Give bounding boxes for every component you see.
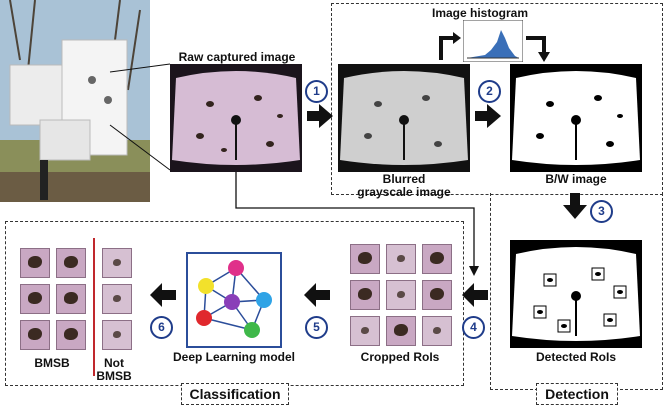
histogram-label: Image histogram bbox=[431, 6, 529, 20]
trap-photo bbox=[0, 0, 150, 202]
arrow-step-5 bbox=[304, 283, 330, 307]
cropped-roi-thumb bbox=[386, 316, 416, 346]
bw-image-label: B/W image bbox=[545, 172, 607, 186]
detection-region-box bbox=[331, 3, 663, 195]
cropped-roi-thumb bbox=[350, 280, 380, 310]
arrow-step-4 bbox=[462, 283, 488, 307]
arrow-from-histogram bbox=[526, 36, 550, 62]
step-3-badge: 3 bbox=[590, 200, 613, 223]
arrow-head-3 bbox=[563, 205, 587, 219]
step-5-badge: 5 bbox=[305, 316, 328, 339]
cropped-rois-label: Cropped RoIs bbox=[360, 350, 440, 364]
cropped-roi-thumb bbox=[386, 280, 416, 310]
cropped-roi-thumb bbox=[422, 316, 452, 346]
blurred-grayscale-image bbox=[338, 64, 470, 172]
zoom-lines bbox=[109, 63, 171, 171]
not-bmsb-label-line1: Not bbox=[104, 356, 124, 370]
arrow-step-3 bbox=[570, 193, 580, 207]
not-bmsb-thumb bbox=[102, 320, 132, 350]
not-bmsb-thumb bbox=[102, 248, 132, 278]
raw-image-label: Raw captured image bbox=[178, 50, 296, 64]
bmsb-thumb bbox=[20, 248, 50, 278]
detected-rois-label: Detected RoIs bbox=[535, 350, 617, 364]
arrow-head-1 bbox=[319, 104, 333, 128]
step-4-badge: 4 bbox=[462, 316, 485, 339]
arrow-head-2 bbox=[487, 104, 501, 128]
deep-learning-model-diagram bbox=[186, 252, 282, 348]
cropped-roi-thumb bbox=[422, 244, 452, 274]
not-bmsb-label-line2: BMSB bbox=[96, 369, 132, 383]
not-bmsb-thumb bbox=[102, 284, 132, 314]
cropped-roi-thumb bbox=[422, 280, 452, 310]
arrow-to-histogram bbox=[439, 32, 461, 60]
bmsb-thumb bbox=[20, 284, 50, 314]
bmsb-label: BMSB bbox=[34, 356, 70, 370]
detected-rois-image bbox=[510, 240, 642, 348]
histogram-chart bbox=[463, 20, 523, 62]
bmsb-thumb bbox=[56, 248, 86, 278]
arrow-step-1 bbox=[307, 111, 321, 121]
deep-learning-label: Deep Learning model bbox=[172, 350, 296, 364]
classification-section-label: Classification bbox=[181, 383, 289, 405]
blurred-label-line2: grayscale image bbox=[357, 185, 451, 199]
cropped-roi-thumb bbox=[350, 244, 380, 274]
step-2-badge: 2 bbox=[478, 80, 501, 103]
arrow-step-6 bbox=[150, 283, 176, 307]
raw-captured-image bbox=[170, 64, 302, 172]
cropped-roi-thumb bbox=[386, 244, 416, 274]
bmsb-thumb bbox=[56, 284, 86, 314]
bmsb-thumb bbox=[20, 320, 50, 350]
step-1-badge: 1 bbox=[305, 80, 328, 103]
bmsb-thumb bbox=[56, 320, 86, 350]
arrow-step-2 bbox=[475, 111, 489, 121]
step-6-badge: 6 bbox=[150, 316, 173, 339]
detection-section-label: Detection bbox=[536, 383, 618, 405]
bw-image bbox=[510, 64, 642, 172]
cropped-roi-thumb bbox=[350, 316, 380, 346]
class-separator-line bbox=[93, 238, 95, 376]
blurred-label-line1: Blurred bbox=[382, 172, 426, 186]
